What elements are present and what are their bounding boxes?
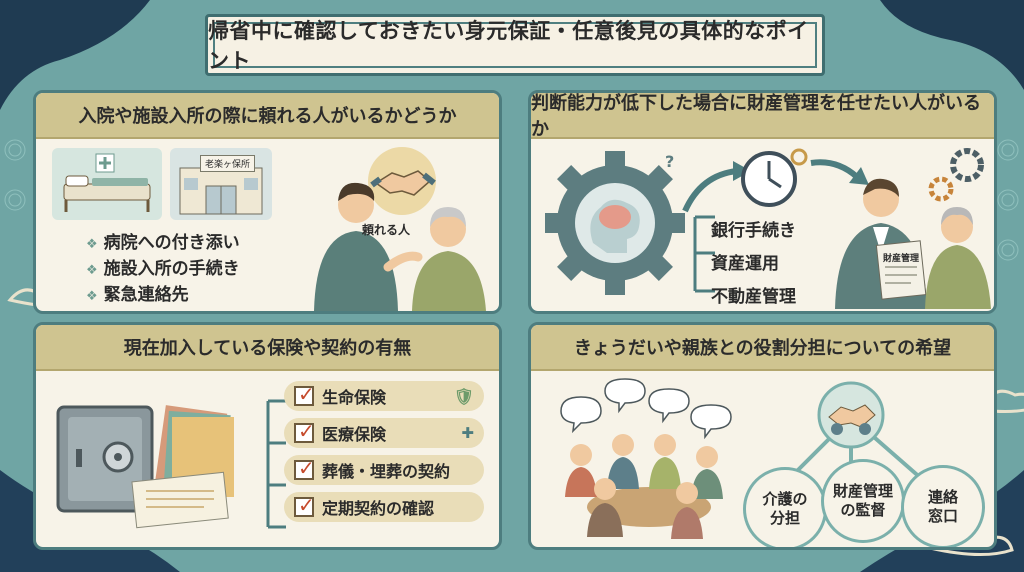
advisor-and-parent-illustration [835,178,991,309]
diamond-icon: ❖ [86,289,98,304]
checklist-item-funeral-contract: ✓ 葬儀・埋葬の契約 [284,455,484,485]
panel-family-roles: きょうだいや親族との役割分担についての希望 介護の 分担 財産管理 の監督 連絡… [528,322,997,550]
document-label: 財産管理 [883,254,920,264]
panel-asset-management: 判断能力が低下した場合に財産管理を任せたい人がいるか ? [528,90,997,314]
list-item: 資産運用 [711,254,779,274]
handshake-icon [368,147,436,215]
bracket-lines [693,215,715,293]
medical-kit-icon: ✚ [461,424,474,442]
diamond-icon: ❖ [86,237,98,252]
checklist-item-subscription-check: ✓ 定期契約の確認 [284,492,484,522]
arrow-to-clock [682,161,751,213]
insurance-checklist: ✓ 生命保険 🛡 ✓ 医療保険 ✚ ✓ 葬儀・埋葬の契約 ✓ 定期契約の確認 [284,381,484,529]
panel-family-roles-heading: きょうだいや親族との役割分担についての希望 [531,325,994,371]
bracket-lines [266,399,286,529]
checkbox-checked: ✓ [294,493,315,517]
diamond-icon: ❖ [86,263,98,278]
son-and-parent-illustration [314,182,486,311]
panel-insurance-contracts-heading: 現在加入している保険や契約の有無 [36,325,499,371]
list-item: ❖施設入所の手続き [86,259,240,279]
checklist-item-life-insurance: ✓ 生命保険 🛡 [284,381,484,411]
hospital-support-list: ❖病院への付き添い ❖施設入所の手続き ❖緊急連絡先 [86,231,240,309]
hospital-bed-icon [52,148,162,220]
panel-asset-management-heading: 判断能力が低下した場合に財産管理を任せたい人がいるか [531,93,994,140]
panel-insurance-contracts: 現在加入している保険や契約の有無 ✓ 生命保険 🛡 ✓ 医療保険 ✚ ✓ 葬儀・… [33,322,502,550]
facility-sign: 老楽ヶ保所 [200,155,256,172]
list-item: ❖病院への付き添い [86,233,240,253]
list-item: 銀行手続き [711,221,796,241]
brain-gear-icon: ? [545,151,685,295]
page-title: 帰省中に確認しておきたい身元保証・任意後見の具体的なポイント [205,14,825,76]
panel-hospital-support: 入院や施設入所の際に頼れる人がいるかどうか 老楽ヶ保所 ❖病院への付き添い ❖施… [33,90,502,314]
corner-wave-top-left [0,0,150,110]
clock-icon [741,148,808,207]
role-care-sharing: 介護の 分担 [743,467,827,547]
panel-hospital-support-heading: 入院や施設入所の際に頼れる人がいるかどうか [36,93,499,139]
role-contact-point: 連絡 窓口 [901,465,985,547]
list-item: 不動産管理 [711,287,796,307]
wave-pattern-right [997,139,1019,261]
family-meeting-illustration [560,378,732,539]
trusted-person-label: 頼れる人 [362,223,411,237]
asset-management-list: 銀行手続き 資産運用 不動産管理 [711,215,796,311]
checkbox-checked: ✓ [294,382,315,406]
corner-wave-top-right [880,0,1024,90]
care-facility-icon [170,148,272,220]
gear-icon [928,148,984,202]
svg-text:?: ? [665,152,674,171]
checklist-item-medical-insurance: ✓ 医療保険 ✚ [284,418,484,448]
arrow-to-advisor [810,159,869,185]
wave-pattern-left [4,139,26,211]
checkbox-checked: ✓ [294,456,315,480]
role-asset-oversight: 財産管理 の監督 [821,459,905,543]
shield-icon: 🛡 [453,386,474,406]
safe-and-documents-icon [56,405,234,529]
checkbox-checked: ✓ [294,419,315,443]
list-item: ❖緊急連絡先 [86,285,189,305]
